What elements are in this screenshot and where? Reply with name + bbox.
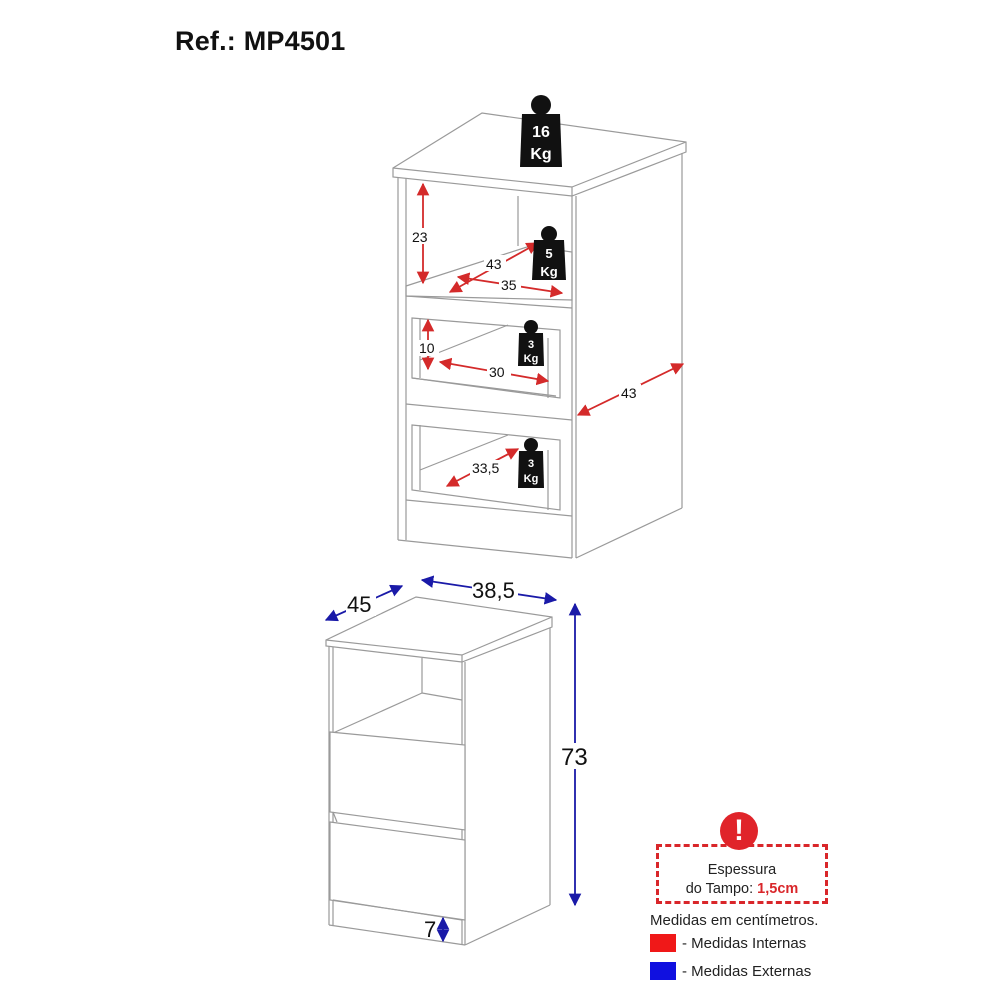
weight-icon-drawer-2: 3 Kg [518,438,544,488]
internal-dimension-labels: 23 43 35 10 30 33,5 43 [410,228,641,476]
label-drawer-width: 30 [489,364,505,380]
label-drawer-height: 10 [419,340,435,356]
label-height: 73 [561,744,588,771]
label-base-height: 7 [424,917,436,942]
svg-text:Kg: Kg [530,146,551,163]
svg-text:5: 5 [545,246,552,261]
weight-icon-drawer-1: 3 Kg [518,320,544,366]
svg-text:3: 3 [528,458,534,470]
svg-text:3: 3 [528,339,534,351]
warning-text-line1: Espessura [707,862,777,878]
label-width: 38,5 [472,578,515,603]
weight-icon-shelf: 5 Kg [532,226,566,280]
exclamation-icon: ! [720,812,758,850]
red-swatch-icon [650,934,676,952]
svg-text:Kg: Kg [540,264,557,279]
svg-text:Kg: Kg [524,353,539,365]
label-drawer-depth: 33,5 [472,460,499,476]
top-thickness-value: 1,5cm [757,881,799,897]
warning-text-line2: do Tampo: 1,5cm [685,881,799,897]
external-dimension-labels: 45 38,5 73 7 [346,578,592,942]
label-niche-width: 35 [501,277,517,293]
reference-title: Ref.: MP4501 [175,26,346,56]
blue-swatch-icon [650,962,676,980]
svg-text:16: 16 [532,124,550,141]
legend-item-internal: - Medidas Internas [650,934,806,952]
legend-item-external: - Medidas Externas [650,962,811,980]
label-side-depth: 43 [621,385,637,401]
svg-text:Kg: Kg [524,473,539,485]
label-niche-height: 23 [412,229,428,245]
label-depth: 45 [347,592,371,617]
external-view [325,596,553,946]
weight-icon-top: 16 Kg [520,95,562,167]
label-niche-depth: 43 [486,256,502,272]
units-note: Medidas em centímetros. [650,912,819,929]
